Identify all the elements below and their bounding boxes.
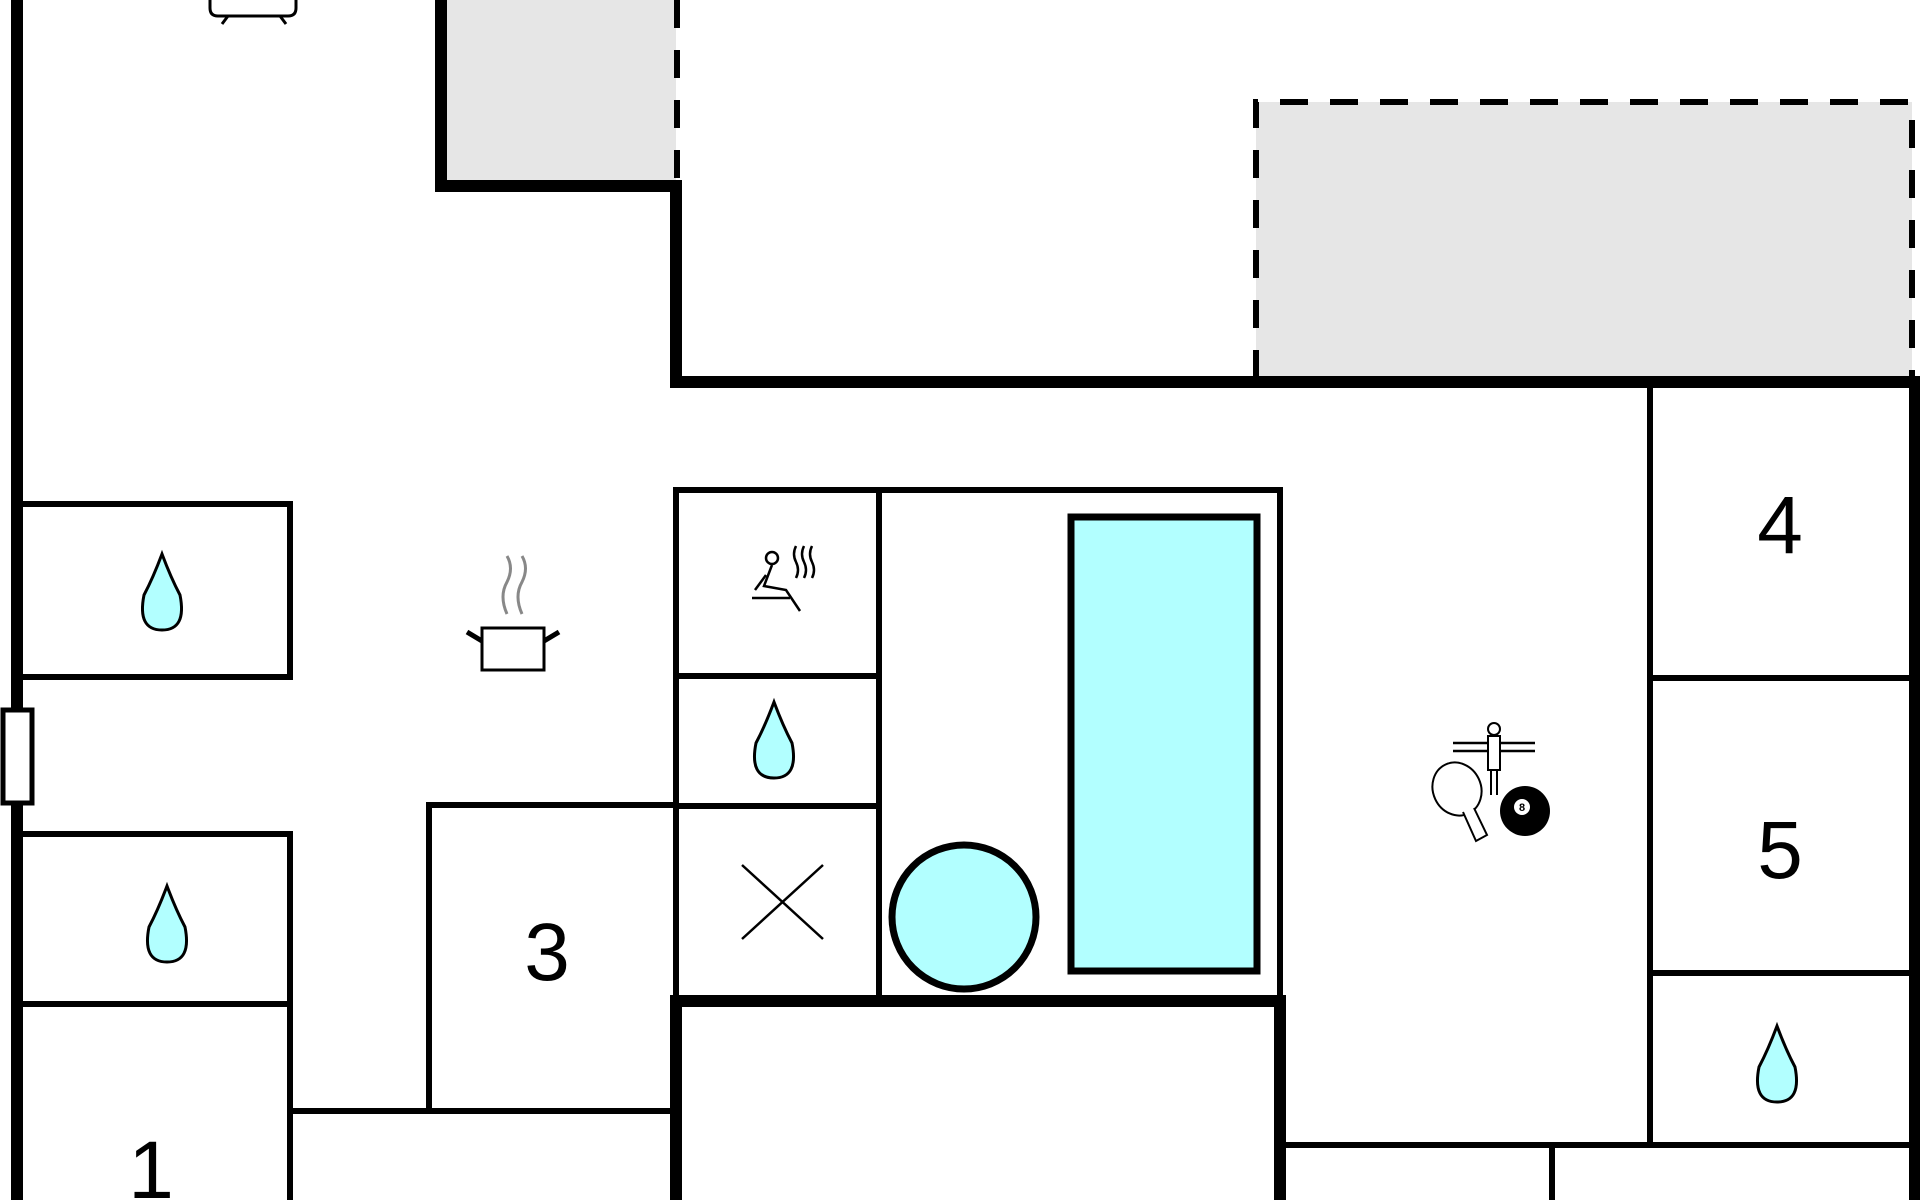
room-number-4: 4: [1757, 480, 1803, 571]
terrace-area-left: [441, 0, 676, 184]
room-number-1: 1: [128, 1125, 174, 1200]
cross-mark: [741, 864, 824, 940]
bathroom-icon: [753, 697, 795, 780]
kitchen-icon: [465, 555, 561, 672]
interior-walls: [17, 382, 1915, 1200]
sauna-icon: [752, 545, 816, 612]
game-room-icon: 8: [1431, 722, 1550, 843]
terrace-area-right: [1256, 102, 1912, 378]
exterior-walls: [11, 0, 1920, 1200]
sofa-icon: [208, 0, 298, 25]
whirlpool-icon: [888, 841, 1040, 993]
bathroom-icon: [146, 881, 188, 964]
terrace-edges: [674, 0, 1915, 378]
pool-icon: [1067, 513, 1261, 975]
door-icon: [0, 707, 35, 806]
svg-text:8: 8: [1519, 802, 1525, 814]
room-number-3: 3: [524, 907, 570, 998]
bathroom-icon: [141, 549, 183, 632]
bathroom-icon: [1756, 1021, 1798, 1104]
room-number-5: 5: [1757, 805, 1803, 896]
